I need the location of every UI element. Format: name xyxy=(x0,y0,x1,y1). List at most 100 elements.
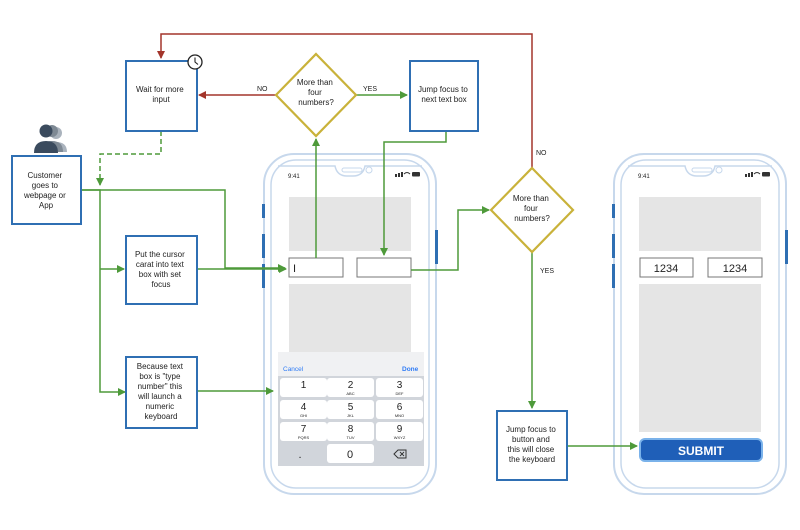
key-7-digit: 7 xyxy=(301,424,307,435)
key-5-letters: JKL xyxy=(347,413,355,418)
box-wait: Wait for more input xyxy=(125,54,203,132)
box-customer: Customer goes to webpage or App xyxy=(11,155,82,225)
key-6[interactable] xyxy=(376,400,423,419)
svg-text:Put the cursor carat int: Put the cursor carat into text box with … xyxy=(135,250,187,289)
key-dot[interactable]: . xyxy=(298,449,301,461)
keyboard-note-line: numeric xyxy=(146,402,174,411)
key-4-digit: 4 xyxy=(301,402,307,413)
key-3-letters: DEF xyxy=(396,391,405,396)
key-1[interactable] xyxy=(280,378,327,397)
key-zero[interactable] xyxy=(327,444,374,463)
number-field-2-value: 1234 xyxy=(723,263,747,275)
content-placeholder-middle xyxy=(639,284,761,432)
cursor-line: Put the cursor xyxy=(135,250,185,259)
jump-button-line: this will close xyxy=(508,445,555,454)
jump-next-line: Jump focus to xyxy=(418,85,468,94)
svg-text:More than four num: More than four numbers? xyxy=(297,78,335,107)
customer-line: webpage or xyxy=(23,191,66,200)
phone-mockup-2: 9:41 1234 1234 SUBMIT xyxy=(612,153,788,495)
key-2[interactable] xyxy=(327,378,374,397)
key-8-digit: 8 xyxy=(348,424,354,435)
customer-line: Customer xyxy=(28,171,63,180)
svg-text:Because text box is "typ: Because text box is "type number" this w… xyxy=(137,362,185,421)
decision-2-line: numbers? xyxy=(514,214,550,223)
status-icons xyxy=(395,172,420,177)
svg-text:Wait for more input: Wait for more input xyxy=(136,85,186,104)
keyboard-note-line: Because text xyxy=(137,362,184,371)
customer-line: App xyxy=(39,201,54,210)
backspace-icon[interactable] xyxy=(393,449,407,459)
box-jump-next: Jump focus to next text box xyxy=(409,60,479,132)
number-field-2[interactable] xyxy=(356,257,412,278)
svg-text:Customer goes to w: Customer goes to webpage or App xyxy=(23,171,68,210)
decision-2-line: More than xyxy=(513,194,549,203)
svg-text:More than four num: More than four numbers? xyxy=(513,194,551,223)
decision-1-line: four xyxy=(308,88,322,97)
submit-button[interactable] xyxy=(639,438,763,462)
wait-line: input xyxy=(152,95,170,104)
keyboard-done-button[interactable]: Done xyxy=(402,366,419,373)
decision-2: More than four numbers? xyxy=(489,166,575,254)
decision-1-line: numbers? xyxy=(298,98,334,107)
jump-button-line: button and xyxy=(512,435,550,444)
key-8[interactable] xyxy=(327,422,374,441)
key-9-letters: WXYZ xyxy=(394,435,406,440)
number-field-2[interactable] xyxy=(707,257,763,278)
key-8-letters: TUV xyxy=(347,435,355,440)
key-3[interactable] xyxy=(376,378,423,397)
customer-line: goes to xyxy=(32,181,59,190)
number-field-1[interactable] xyxy=(288,257,344,278)
cursor-line: box with set xyxy=(139,270,182,279)
jump-next-line: next text box xyxy=(421,95,466,104)
keyboard-note-line: box is "type xyxy=(139,372,181,381)
status-icons xyxy=(745,172,770,177)
key-2-letters: ABC xyxy=(346,391,354,396)
key-9[interactable] xyxy=(376,422,423,441)
decision-2-line: four xyxy=(524,204,538,213)
number-field-1-value: 1234 xyxy=(654,263,678,275)
wait-line: Wait for more xyxy=(136,85,184,94)
edge-label-no: NO xyxy=(257,86,268,93)
cursor-line: focus xyxy=(151,280,170,289)
key-7-letters: PQRS xyxy=(298,435,310,440)
edge-label-no: NO xyxy=(536,150,547,157)
cursor-line: carat into text xyxy=(136,260,185,269)
key-3-digit: 3 xyxy=(397,380,403,391)
edge-label-yes: YES xyxy=(363,86,377,93)
edge-label-yes: YES xyxy=(540,268,554,275)
key-4[interactable] xyxy=(280,400,327,419)
number-field-1[interactable] xyxy=(639,257,694,278)
box-cursor: Put the cursor carat into text box with … xyxy=(125,235,198,305)
content-placeholder-top xyxy=(639,197,761,251)
box-jump-button: Jump focus to button and this will close… xyxy=(496,410,568,481)
key-4-letters: GHI xyxy=(300,413,307,418)
status-time: 9:41 xyxy=(638,174,650,180)
svg-text:Jump focus to next text: Jump focus to next text box xyxy=(418,85,470,104)
connectors xyxy=(81,33,638,450)
box-keyboard-note: Because text box is "type number" this w… xyxy=(125,356,198,429)
content-placeholder-top xyxy=(289,197,411,251)
clock-icon xyxy=(187,54,203,70)
decision-1: More than four numbers? xyxy=(274,52,358,138)
key-5-digit: 5 xyxy=(348,402,354,413)
keyboard-note-line: number" this xyxy=(138,382,183,391)
keyboard-note-line: will launch a xyxy=(137,392,182,401)
status-time: 9:41 xyxy=(288,174,300,180)
key-1-digit: 1 xyxy=(301,380,307,391)
key-5[interactable] xyxy=(327,400,374,419)
key-7[interactable] xyxy=(280,422,327,441)
content-placeholder-middle xyxy=(289,284,411,354)
key-6-letters: MNO xyxy=(395,413,404,418)
keyboard-note-line: keyboard xyxy=(145,412,178,421)
keyboard-cancel-button[interactable]: Cancel xyxy=(283,366,304,373)
key-2-digit: 2 xyxy=(348,380,354,391)
key-6-digit: 6 xyxy=(397,402,403,413)
submit-button-label: SUBMIT xyxy=(678,444,725,458)
key-9-digit: 9 xyxy=(397,424,403,435)
person-group-icon xyxy=(34,124,67,153)
number-field-1-value: I xyxy=(293,263,296,275)
key-zero-label: 0 xyxy=(347,449,353,461)
